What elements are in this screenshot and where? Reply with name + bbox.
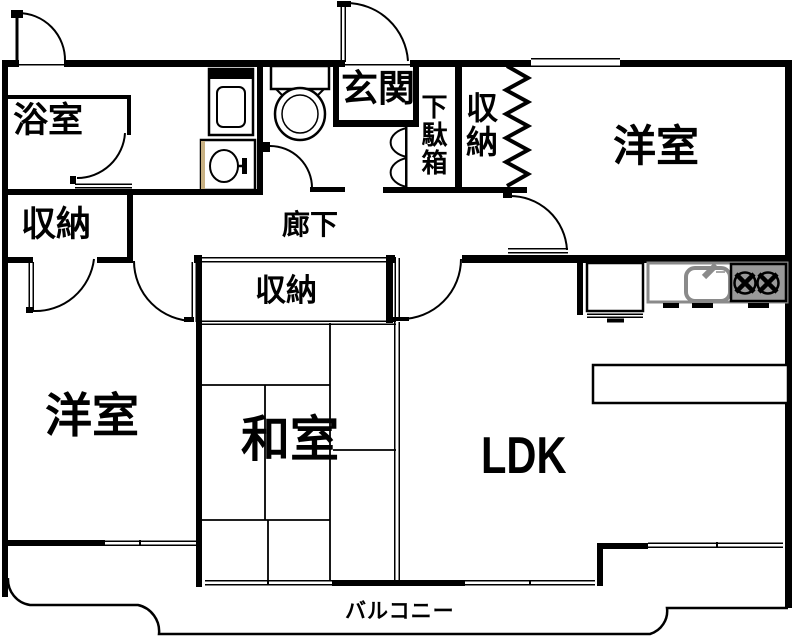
label-storage-center: 収納 bbox=[255, 273, 317, 308]
wc-door-arc bbox=[269, 145, 313, 189]
door-leaves bbox=[11, 1, 568, 322]
fridge-icon bbox=[585, 261, 645, 323]
label-storage-hall: 収納 bbox=[21, 205, 92, 244]
balcony-outline bbox=[6, 577, 788, 636]
tatami-lines bbox=[202, 323, 396, 580]
washroom-door-arc bbox=[76, 132, 126, 180]
closet-door-arc bbox=[32, 258, 95, 313]
walls bbox=[2, 60, 792, 608]
shoe-cabinet-doors-icon bbox=[389, 127, 408, 188]
accordion-door-icon bbox=[501, 64, 533, 188]
west-room-left-door-arc bbox=[133, 260, 195, 322]
label-storage-entry: 収納 bbox=[462, 91, 498, 159]
bar-counter bbox=[591, 363, 790, 405]
service-door-arc bbox=[17, 12, 67, 62]
entrance-door-arc bbox=[345, 1, 409, 62]
stove-icon bbox=[729, 262, 788, 308]
label-corridor: 廊下 bbox=[282, 209, 339, 240]
ldk-door-arc bbox=[400, 258, 462, 320]
label-balcony: バルコニー bbox=[345, 600, 455, 623]
windows bbox=[105, 58, 783, 586]
label-western-room-left: 洋室 bbox=[45, 389, 139, 442]
label-shoe-cabinet: 下駄箱 bbox=[418, 93, 448, 177]
label-western-room-right: 洋室 bbox=[613, 123, 699, 171]
label-entrance: 玄関 bbox=[341, 68, 415, 109]
door-swing-arcs bbox=[17, 1, 568, 322]
label-ldk: LDK bbox=[481, 427, 567, 485]
label-bathroom: 浴室 bbox=[13, 101, 84, 140]
washer-icon bbox=[207, 67, 255, 137]
west-room-right-door-arc bbox=[507, 194, 568, 251]
washbasin-icon bbox=[199, 138, 257, 192]
sliding-partitions bbox=[200, 257, 400, 580]
toilet-icon bbox=[269, 64, 331, 142]
label-japanese-room: 和室 bbox=[241, 413, 340, 467]
